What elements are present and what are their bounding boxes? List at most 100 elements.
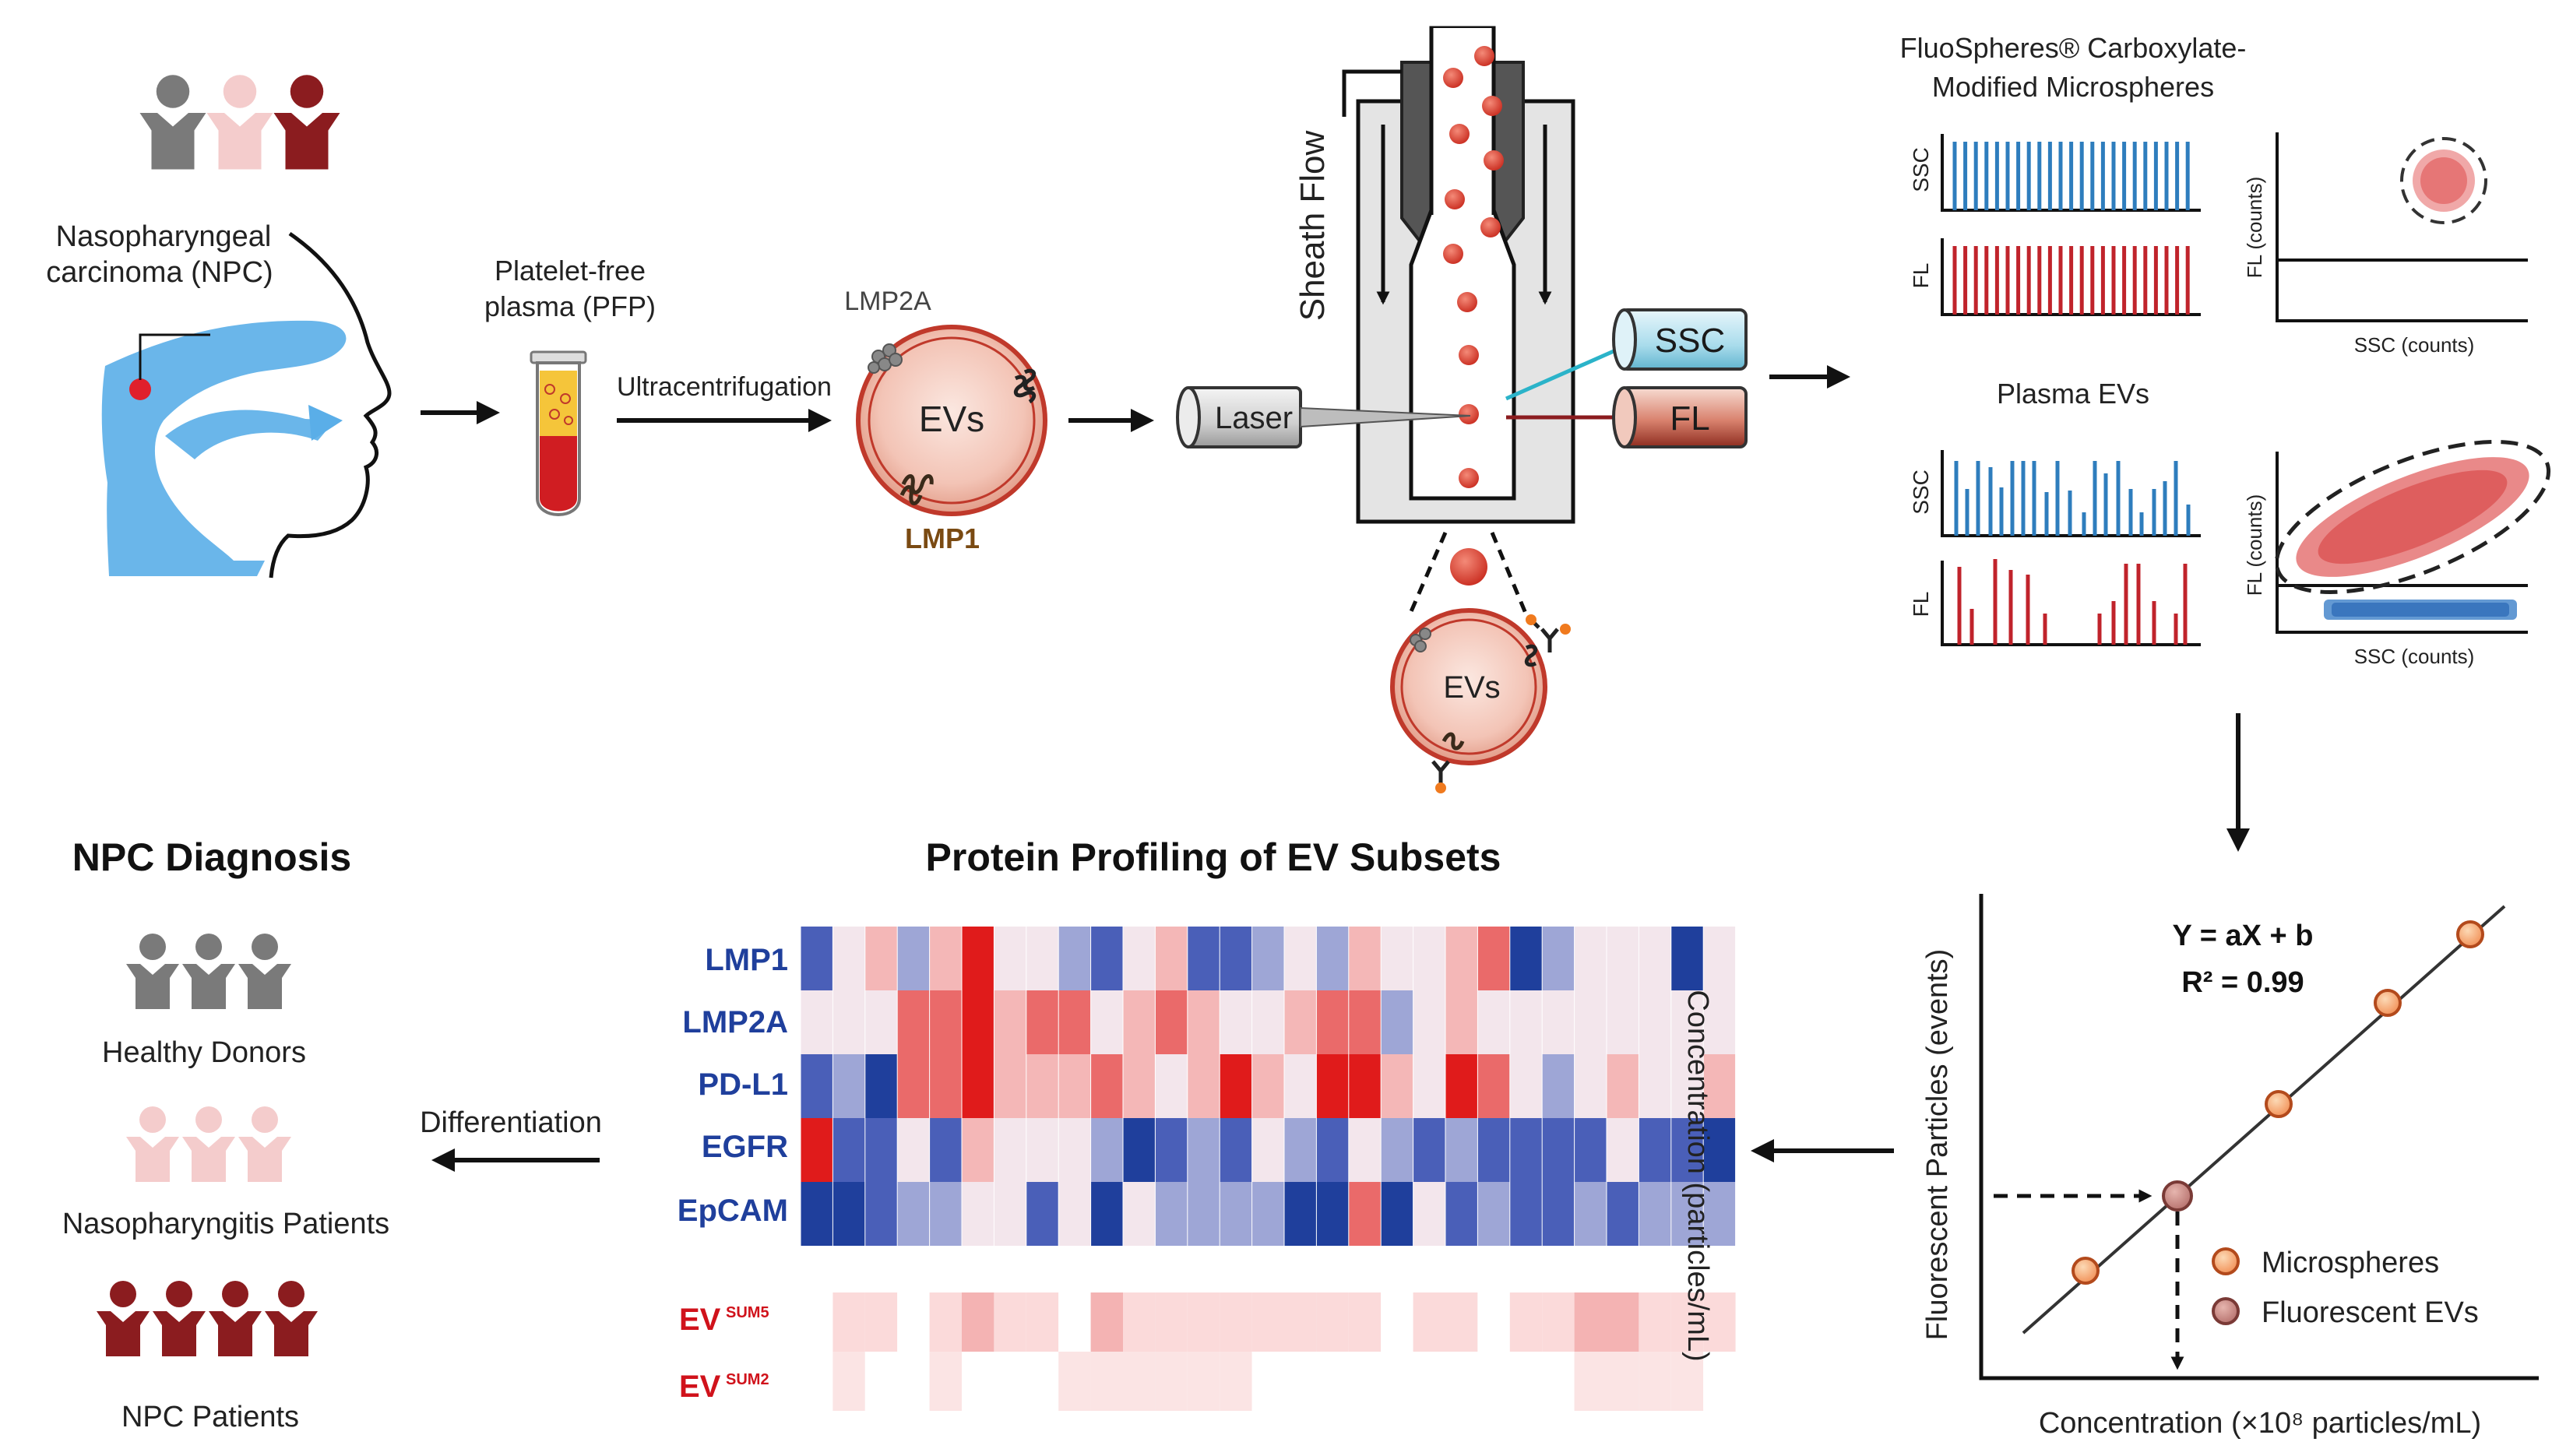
heatmap-cell xyxy=(962,1118,994,1182)
heatmap-cell xyxy=(994,1118,1026,1182)
heatmap-cell xyxy=(1639,990,1671,1054)
beads-title: FluoSpheres® Carboxylate- Modified Micro… xyxy=(1900,32,2247,103)
calibration-y-axis-label: Fluorescent Particles (events) xyxy=(1921,949,1954,1341)
sum2-cell xyxy=(1703,1352,1736,1411)
sum5-cell xyxy=(1670,1292,1704,1352)
heatmap-cell xyxy=(962,1054,994,1118)
plasma-title: Plasma EVs xyxy=(1997,378,2149,410)
heatmap-cell xyxy=(994,1054,1026,1118)
heatmap-cell xyxy=(1187,1118,1220,1182)
heatmap-cell xyxy=(1026,1118,1059,1182)
heatmap-cell xyxy=(864,990,898,1054)
heatmap-cell xyxy=(1574,990,1607,1054)
heatmap-cell xyxy=(832,927,865,990)
heatmap-cell xyxy=(1670,1118,1704,1182)
heatmap-cell xyxy=(1220,1118,1252,1182)
heatmap-cell xyxy=(1445,1182,1478,1246)
heatmap-cell xyxy=(1187,927,1220,990)
sum5-cell xyxy=(1348,1292,1382,1352)
heatmap-cell xyxy=(1574,1054,1607,1118)
heatmap-cell xyxy=(1284,1182,1317,1246)
heatmap-cell xyxy=(1445,990,1478,1054)
heatmap-cell xyxy=(1607,1054,1639,1118)
healthy-donors-icons xyxy=(126,934,291,1009)
diagnosis-title: NPC Diagnosis xyxy=(72,835,351,879)
heatmap-cell xyxy=(1607,1182,1639,1246)
heatmap-cell xyxy=(801,1182,833,1246)
ev-sum-heatmap xyxy=(801,1292,1736,1411)
lmp1-label: LMP1 xyxy=(905,522,980,554)
face-outline xyxy=(269,231,392,579)
calibration-points xyxy=(2072,920,2484,1285)
plasma-ssc-bars xyxy=(1954,461,2191,536)
heatmap-cell xyxy=(929,927,962,990)
heatmap-cell xyxy=(1348,1182,1382,1246)
heatmap-cell xyxy=(994,927,1026,990)
heatmap-cell xyxy=(1607,990,1639,1054)
beads-x-axis-label: SSC (counts) xyxy=(2354,333,2475,357)
healthy-donors-label: Healthy Donors xyxy=(102,1036,306,1069)
heatmap-cell xyxy=(897,1182,930,1246)
ultracentrifugation-label: Ultracentrifugation xyxy=(617,372,832,402)
heatmap-cell xyxy=(801,990,833,1054)
person-icon xyxy=(126,1106,179,1182)
heatmap-cell xyxy=(1670,927,1704,990)
heatmap-cell xyxy=(801,1054,833,1118)
heatmap-cell xyxy=(1542,1118,1575,1182)
person-icon xyxy=(126,934,179,1009)
sum5-cell xyxy=(1509,1292,1543,1352)
calibration-fit-line xyxy=(2022,905,2506,1335)
npc-title-line1: Nasopharyngeal xyxy=(56,220,272,253)
person-icon xyxy=(182,934,235,1009)
sum5-cell xyxy=(994,1292,1026,1352)
heatmap-cell xyxy=(1026,1054,1059,1118)
flow-beads xyxy=(1443,46,1504,488)
heatmap-cell xyxy=(1316,1054,1349,1118)
sum2-cell xyxy=(1381,1352,1413,1411)
plasma-fl-label: FL xyxy=(1909,592,1933,617)
heatmap-cell xyxy=(1316,990,1349,1054)
heatmap-cell xyxy=(1251,1118,1284,1182)
ssc-beam xyxy=(1505,343,1628,401)
heatmap-cell xyxy=(1639,1054,1671,1118)
nasal-cavity xyxy=(101,320,347,576)
sum5-cell xyxy=(897,1292,930,1352)
sum2-cell xyxy=(1607,1352,1639,1411)
heatmap-cell xyxy=(929,1118,962,1182)
beads-ssc-label: SSC xyxy=(1909,147,1933,192)
row-label-egfr: EGFR xyxy=(702,1130,788,1164)
lmp1-protein-icon xyxy=(899,474,934,505)
laser-source: Laser xyxy=(1176,386,1471,448)
row-label-lmp1: LMP1 xyxy=(705,943,788,977)
row-label-pdl1: PD-L1 xyxy=(698,1067,788,1102)
heatmap-cell xyxy=(1058,1054,1091,1118)
heatmap-cell xyxy=(929,990,962,1054)
heatmap-cell xyxy=(962,927,994,990)
heatmap-cell xyxy=(1542,1054,1575,1118)
sum2-cell xyxy=(994,1352,1026,1411)
npc-patients-label: NPC Patients xyxy=(121,1401,299,1433)
heatmap-cell xyxy=(1187,1182,1220,1246)
calibration-r2: R² = 0.99 xyxy=(2181,966,2304,999)
heatmap-cell xyxy=(1542,1182,1575,1246)
profiling-title: Protein Profiling of EV Subsets xyxy=(926,835,1501,879)
beads-title-line1: FluoSpheres® Carboxylate- xyxy=(1900,32,2247,64)
heatmap-cell xyxy=(1220,1182,1252,1246)
heatmap-cell xyxy=(1251,1054,1284,1118)
plasma-x-axis-label: SSC (counts) xyxy=(2354,645,2475,668)
heatmap-cell xyxy=(832,1054,865,1118)
heatmap-cell xyxy=(1639,927,1671,990)
heatmap-cell xyxy=(929,1054,962,1118)
person-icon xyxy=(153,1281,206,1356)
pfp-line2: plasma (PFP) xyxy=(484,290,656,322)
nasopharyngitis-icons xyxy=(126,1106,291,1182)
legend-microspheres-icon xyxy=(2212,1247,2240,1275)
heatmap-cell xyxy=(1703,927,1736,990)
heatmap-cell xyxy=(832,1182,865,1246)
sum5-cell xyxy=(1542,1292,1575,1352)
sum2-cell xyxy=(1670,1352,1704,1411)
ssc-detector-label: SSC xyxy=(1655,322,1725,360)
sum2-cell xyxy=(929,1352,962,1411)
heatmap-cell xyxy=(832,1118,865,1182)
person-icon-pink xyxy=(206,75,273,170)
